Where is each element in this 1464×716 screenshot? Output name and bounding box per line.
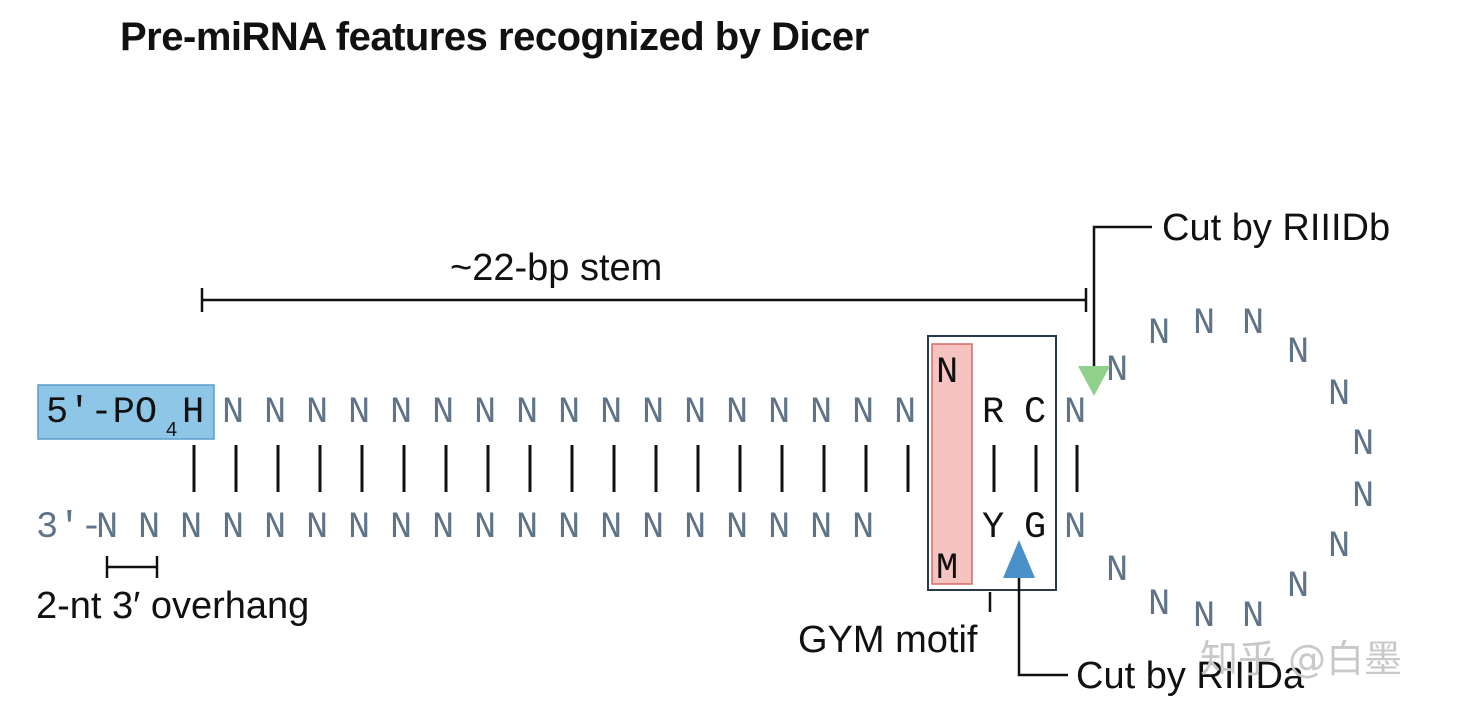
bottom-nucleotide: N <box>642 507 664 549</box>
overhang-bracket <box>105 556 159 578</box>
loop-nucleotide: N <box>1148 584 1170 626</box>
top-nucleotide: N <box>264 392 286 434</box>
bottom-nucleotide: N <box>306 507 328 549</box>
bottom-nucleotide: N <box>264 507 286 549</box>
bottom-nucleotide: N <box>96 507 118 549</box>
overhang-label: 2-nt 3′ overhang <box>36 585 309 627</box>
bottom-nucleotide: N <box>684 507 706 549</box>
stem-bracket <box>200 288 1088 312</box>
top-nucleotide: N <box>684 392 706 434</box>
loop-nucleotide: N <box>1106 350 1128 392</box>
loop-nucleotide: N <box>1287 566 1309 608</box>
bottom-nucleotide: N <box>432 507 454 549</box>
bottom-nucleotide: N <box>180 507 202 549</box>
bottom-nucleotide: N <box>390 507 412 549</box>
gym-motif-label: GYM motif <box>798 619 978 661</box>
gym-highlight <box>931 343 973 585</box>
gym-c: C <box>1024 392 1046 434</box>
top-nucleotide: N <box>390 392 412 434</box>
five-prime-label: 5′-PO <box>46 392 157 434</box>
bottom-nucleotide: N <box>474 507 496 549</box>
gym-y: Y <box>982 507 1004 549</box>
gym-r: R <box>982 392 1004 434</box>
bottom-nucleotide: N <box>852 507 874 549</box>
cut-riiida-label: Cut by RIIIDa <box>1076 655 1305 697</box>
cut-riiidb-arrow <box>1078 366 1110 396</box>
cut-riiida-pointer <box>1003 540 1068 677</box>
loop-nucleotide: N <box>1242 596 1264 638</box>
top-nucleotide: N <box>726 392 748 434</box>
stem-label: ~22-bp stem <box>450 247 662 289</box>
top-nucleotide: N <box>642 392 664 434</box>
bottom-nucleotide: N <box>600 507 622 549</box>
gym-top-n: N <box>1064 392 1086 434</box>
bottom-nucleotide: N <box>222 507 244 549</box>
gym-motif-box <box>927 335 1057 591</box>
base-pair-ticks <box>192 445 910 492</box>
diagram-title: Pre-miRNA features recognized by Dicer <box>120 15 869 59</box>
phosphate-subscript: 4 <box>166 419 177 441</box>
cut-riiidb-label: Cut by RIIIDb <box>1162 207 1390 249</box>
top-nucleotide: N <box>306 392 328 434</box>
bottom-nucleotide: N <box>768 507 790 549</box>
loop-nucleotide: N <box>1352 476 1374 518</box>
top-nucleotide: N <box>222 392 244 434</box>
bottom-nucleotide: N <box>726 507 748 549</box>
five-prime-h: H <box>182 392 204 434</box>
bottom-nucleotide: N <box>810 507 832 549</box>
gym-n: N <box>936 352 958 394</box>
loop-nucleotide: N <box>1352 424 1374 466</box>
gym-m: M <box>936 548 958 590</box>
gym-bottom-n: N <box>1064 507 1086 549</box>
loop-nucleotide: N <box>1106 550 1128 592</box>
five-prime-box <box>37 384 215 440</box>
top-nucleotide: N <box>852 392 874 434</box>
top-nucleotide: N <box>894 392 916 434</box>
loop-nucleotide: N <box>1242 303 1264 345</box>
bottom-nucleotide: N <box>516 507 538 549</box>
top-nucleotide: N <box>432 392 454 434</box>
cut-riiida-arrow <box>1003 540 1035 578</box>
bottom-nucleotide: N <box>348 507 370 549</box>
loop-nucleotide: N <box>1193 303 1215 345</box>
gym-g: G <box>1024 507 1046 549</box>
top-nucleotide: N <box>810 392 832 434</box>
top-nucleotide: N <box>768 392 790 434</box>
loop-nucleotide: N <box>1328 374 1350 416</box>
bottom-nucleotide: N <box>138 507 160 549</box>
cut-riiidb-pointer <box>1078 225 1152 396</box>
loop-nucleotide: N <box>1328 526 1350 568</box>
loop-nucleotide: N <box>1148 313 1170 355</box>
loop-nucleotide: N <box>1193 596 1215 638</box>
watermark: 知乎 @白墨 <box>1200 637 1402 681</box>
loop-nucleotide: N <box>1287 332 1309 374</box>
top-nucleotide: N <box>558 392 580 434</box>
top-nucleotide: N <box>600 392 622 434</box>
three-prime-label: 3′- <box>36 507 103 549</box>
bottom-nucleotide: N <box>558 507 580 549</box>
top-nucleotide: N <box>474 392 496 434</box>
gym-pair-ticks <box>992 445 1079 492</box>
top-nucleotide: N <box>348 392 370 434</box>
top-nucleotide: N <box>516 392 538 434</box>
